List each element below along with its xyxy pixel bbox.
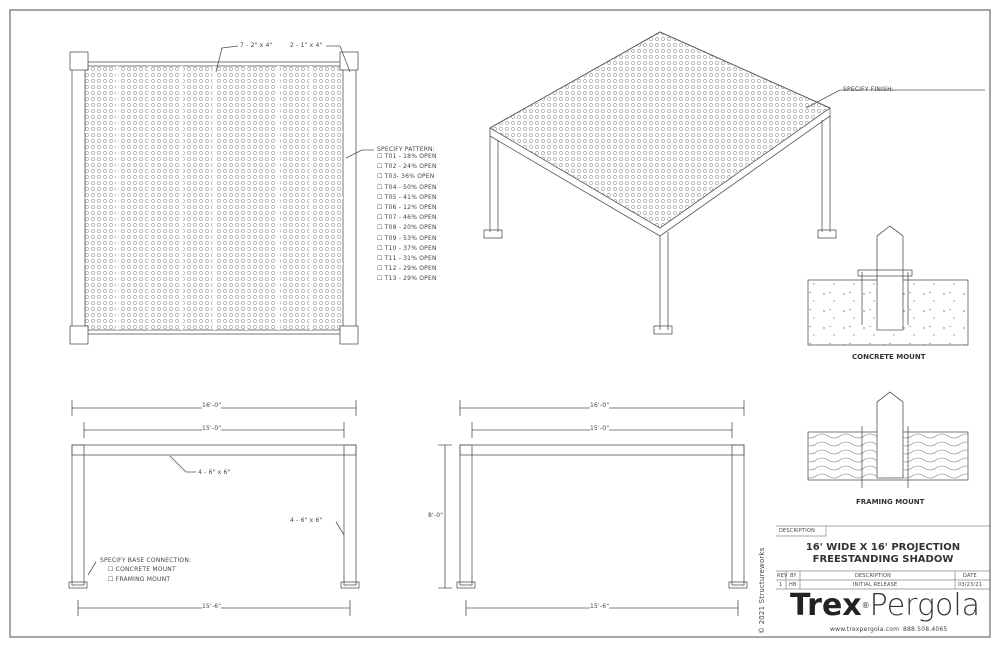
description-value: INITIAL RELEASE [853, 582, 898, 588]
trex-pergola-logo: Trex®Pergola [790, 588, 981, 623]
dim-inner-side: 15'-0" [590, 425, 610, 432]
front-elevation [68, 400, 360, 616]
concrete-mount-label: CONCRETE MOUNT [852, 353, 926, 361]
dim-base-side: 15'-6" [590, 603, 610, 610]
finish-callout: SPECIFY FINISH: [843, 86, 895, 93]
concrete-mount-detail [807, 225, 969, 346]
side-elevation [438, 400, 748, 616]
pattern-list: ☐ T01 - 18% OPEN ☐ T02 - 24% OPEN ☐ T03- 3… [377, 152, 437, 285]
rev-value: 1 [779, 582, 783, 588]
description-label: DESCRIPTION [779, 528, 816, 534]
date-value: 03/23/21 [958, 582, 983, 588]
post-callout: 4 - 6" x 6" [290, 517, 323, 524]
framing-mount-label: FRAMING MOUNT [856, 498, 925, 506]
copyright: © 2021 Structureworks [758, 547, 766, 634]
pattern-option[interactable]: ☐ T12 - 29% OPEN [377, 265, 437, 273]
pattern-option[interactable]: ☐ T13 - 29% OPEN [377, 275, 437, 283]
base-option-framing[interactable]: ☐ FRAMING MOUNT [108, 576, 171, 583]
pattern-option[interactable]: ☐ T02 - 24% OPEN [377, 163, 437, 171]
header-rev: REV [777, 573, 788, 579]
pattern-option[interactable]: ☐ T06 - 12% OPEN [377, 204, 437, 212]
by-value: HB [789, 582, 797, 588]
dim-base-front: 15'-6" [202, 603, 222, 610]
base-connection-title: SPECIFY BASE CONNECTION: [100, 557, 192, 564]
framing-mount-detail [807, 391, 969, 488]
header-by: BY [790, 573, 797, 579]
pattern-option[interactable]: ☐ T05 - 41% OPEN [377, 193, 437, 201]
pattern-option[interactable]: ☐ T08 - 20% OPEN [377, 224, 437, 232]
pattern-option[interactable]: ☐ T09 - 53% OPEN [377, 234, 437, 242]
pattern-option[interactable]: ☐ T01 - 18% OPEN [377, 153, 437, 160]
isometric-view [483, 31, 985, 335]
pattern-option[interactable]: ☐ T10 - 37% OPEN [377, 244, 437, 252]
pattern-title: SPECIFY PATTERN: [377, 146, 435, 153]
header-description: DESCRIPTION [855, 573, 892, 579]
purlin-callout: 7 - 2" x 4" [240, 42, 273, 49]
title-block-lines [776, 525, 990, 590]
header-date: DATE [963, 573, 977, 579]
pattern-option[interactable]: ☐ T04 - 50% OPEN [377, 183, 437, 191]
dim-overall-front: 16'-0" [202, 402, 222, 409]
plan-view [69, 45, 374, 345]
base-option-concrete[interactable]: ☐ CONCRETE MOUNT [108, 566, 176, 573]
pattern-option[interactable]: ☐ T07 - 46% OPEN [377, 214, 437, 222]
beam-callout: 4 - 6" x 6" [198, 469, 231, 476]
dim-inner-front: 15'-0" [202, 425, 222, 432]
pattern-option[interactable]: ☐ T11 - 31% OPEN [377, 255, 437, 263]
pattern-option[interactable]: ☐ T03- 36% OPEN [377, 173, 435, 181]
slat-callout: 2 - 1" x 4" [290, 42, 323, 49]
dim-overall-side: 16'-0" [590, 402, 610, 409]
phone: 888.508.4065 [903, 626, 948, 633]
dim-height: 8'-0" [428, 512, 444, 519]
website[interactable]: www.trexpergola.com [830, 626, 900, 633]
